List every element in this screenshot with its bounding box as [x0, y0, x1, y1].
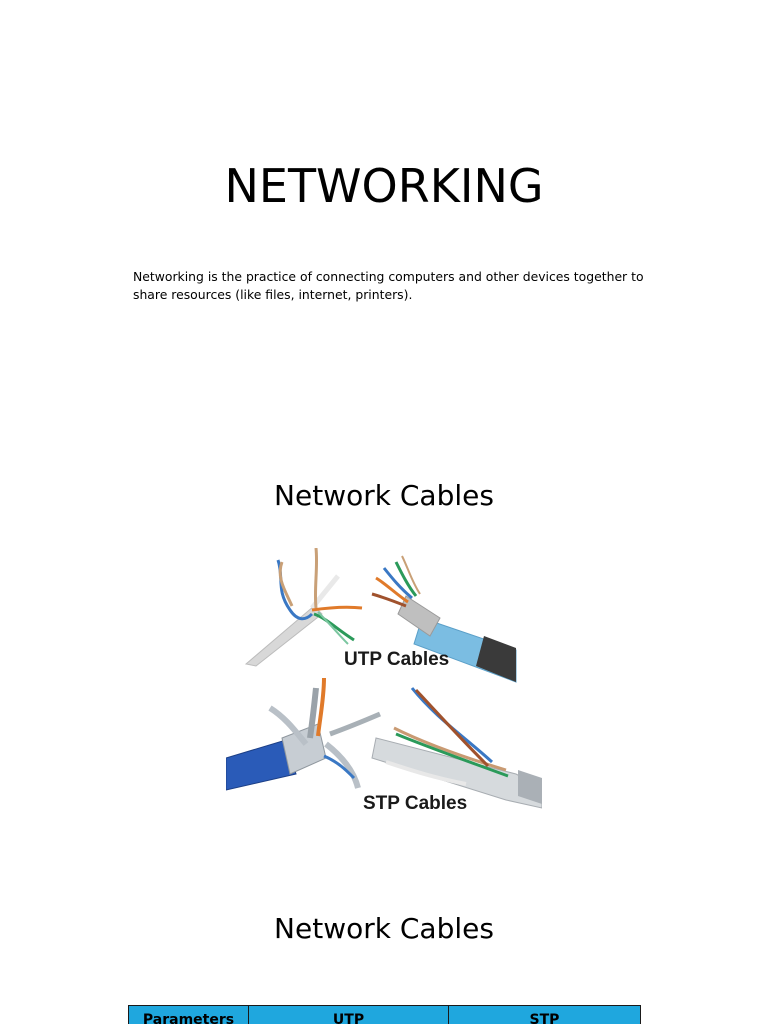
section-heading-network-cables: Network Cables	[274, 479, 494, 512]
comparison-table-wrapper: Parameters UTP STP	[128, 1005, 641, 1024]
section-heading-network-cables-2: Network Cables	[274, 912, 494, 945]
stp-cable-blue	[226, 677, 381, 791]
network-cables-figure: UTP Cables STP Cables	[226, 548, 542, 826]
table-header-row: Parameters UTP STP	[128, 1005, 641, 1024]
utp-cable-grey	[244, 548, 363, 667]
intro-paragraph: Networking is the practice of connecting…	[133, 269, 644, 302]
utp-cable-blue	[371, 555, 517, 683]
utp-cables-caption: UTP Cables	[344, 649, 450, 670]
utp-stp-comparison-table: Parameters UTP STP	[128, 1005, 641, 1024]
stp-cables-caption: STP Cables	[363, 793, 468, 814]
table-header-parameters: Parameters	[128, 1005, 249, 1024]
cables-illustration	[226, 548, 542, 809]
table-header-stp: STP	[448, 1005, 641, 1024]
page-title: NETWORKING	[224, 159, 544, 213]
table-header-utp: UTP	[248, 1005, 449, 1024]
stp-cable-foil	[371, 687, 542, 809]
